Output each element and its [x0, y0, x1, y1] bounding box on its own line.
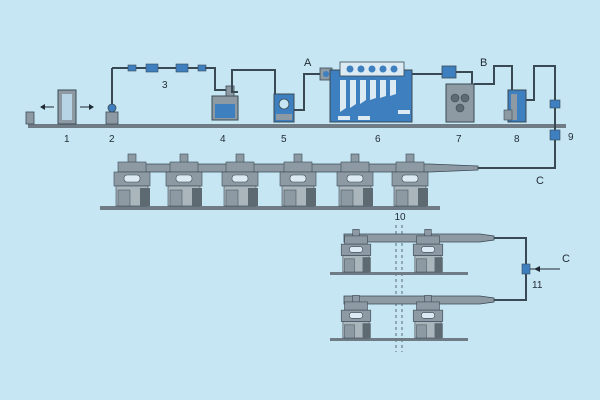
station-3-filter-pipe: [112, 63, 226, 91]
station-5-unit: [273, 93, 295, 123]
press-machine-middle-6: [391, 153, 429, 207]
press-machine-lower-1-1: [340, 229, 372, 273]
middle-press-row: [100, 153, 479, 210]
press-machine-middle-1: [113, 153, 151, 207]
upper-baseline: [28, 124, 566, 128]
point-a-connector: [294, 67, 333, 111]
press-machine-lower-2-2: [412, 295, 444, 339]
station-8-unit: [503, 65, 556, 123]
label-station-2: 2: [109, 134, 115, 145]
labels: 1 2 3 4 5 6 7 8 9 10 11 A B C C: [64, 57, 574, 291]
station-11-inlet: [521, 263, 531, 275]
label-point-c-inlet: C: [562, 253, 570, 265]
station-2-pump: [105, 68, 119, 125]
inlet-arrow-icon: [534, 266, 540, 272]
press-machine-lower-2-1: [340, 295, 372, 339]
label-station-8: 8: [514, 134, 520, 145]
label-station-1: 1: [64, 134, 70, 145]
label-station-11: 11: [532, 280, 543, 291]
label-point-b: B: [480, 57, 487, 69]
press-machine-middle-2: [165, 153, 203, 207]
label-point-a: A: [304, 57, 312, 69]
label-station-5: 5: [281, 134, 287, 145]
label-station-7: 7: [456, 134, 462, 145]
press-machine-middle-3: [221, 153, 259, 207]
middle-baseline: [100, 206, 440, 210]
label-point-c-line: C: [536, 175, 544, 187]
label-station-6: 6: [375, 134, 381, 145]
station-6-plant: [329, 61, 442, 123]
station-7-unit: [441, 65, 513, 123]
label-station-3: 3: [162, 80, 168, 91]
arrow-right-icon: [89, 104, 94, 110]
press-machine-middle-4: [279, 153, 317, 207]
station-9-valve: [475, 99, 561, 169]
upper-line: [25, 61, 566, 169]
lower-press-rows: [330, 225, 560, 352]
lower-baseline-2: [330, 338, 468, 341]
arrow-left-icon: [40, 104, 45, 110]
feed-pipe-11: [494, 237, 527, 301]
label-station-10: 10: [394, 212, 406, 223]
station-1-feeder: [25, 89, 94, 125]
press-machine-middle-5: [336, 153, 374, 207]
label-station-9: 9: [568, 132, 574, 143]
station-4-tank: [211, 69, 276, 121]
label-station-4: 4: [220, 134, 226, 145]
lower-runner-2: [343, 295, 495, 305]
press-machine-lower-1-2: [412, 229, 444, 273]
lower-baseline-1: [330, 272, 468, 275]
